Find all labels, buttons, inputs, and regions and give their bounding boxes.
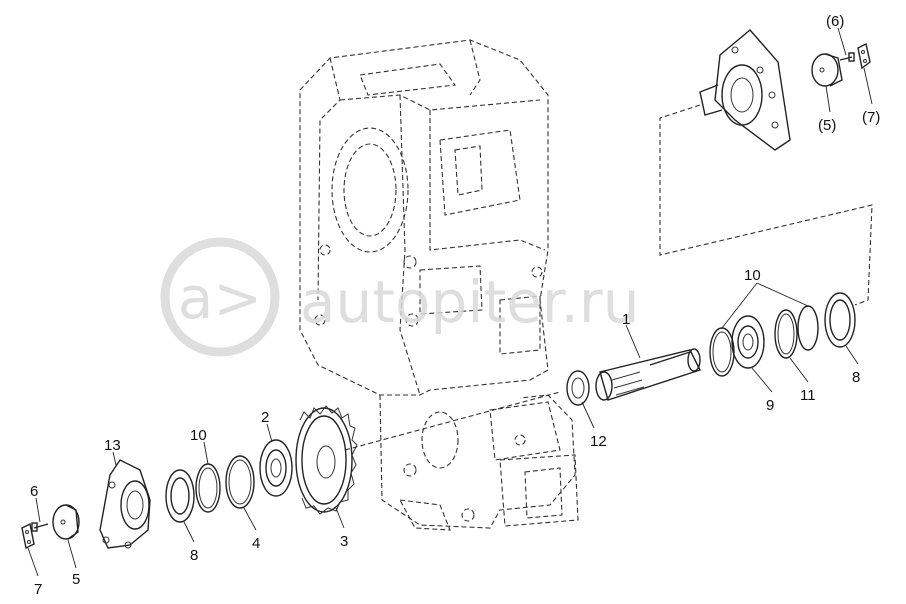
flange-13 xyxy=(99,459,151,549)
callout-8-right: 8 xyxy=(852,369,860,386)
watermark-logo-icon xyxy=(160,237,280,357)
watermark-logo-glyph: a> xyxy=(178,264,262,332)
ring-4 xyxy=(225,455,255,509)
snap-ring-10-left xyxy=(195,463,221,513)
bolt-6-right xyxy=(839,52,855,62)
callouts: 1 12 10 9 11 8 (6) (5) (7) 2 10 13 3 4 8… xyxy=(30,13,880,598)
callout-10-right: 10 xyxy=(744,267,761,284)
snap-ring-11 xyxy=(774,309,798,359)
leader-lines xyxy=(27,27,873,577)
snap-ring-10-right xyxy=(709,327,735,377)
seal-8-left xyxy=(165,469,195,523)
seal-12 xyxy=(566,370,590,406)
callout-10-left: 10 xyxy=(190,427,207,444)
callout-7-right: (7) xyxy=(862,109,880,126)
bearing-9 xyxy=(731,315,765,369)
callout-5-left: 5 xyxy=(72,571,80,588)
watermark: a> autopiter.ru xyxy=(160,237,639,357)
output-flange-assembly xyxy=(699,29,791,151)
assembly-centerline xyxy=(344,391,561,451)
callout-11: 11 xyxy=(800,387,816,404)
callout-8-left: 8 xyxy=(190,547,198,564)
callout-13: 13 xyxy=(104,437,121,454)
gear-3 xyxy=(295,405,358,515)
cover-plate-5-right xyxy=(811,53,843,87)
callout-6-right: (6) xyxy=(826,13,844,30)
callout-6-left: 6 xyxy=(30,483,38,500)
lock-plate-7-left xyxy=(21,522,35,550)
bolt-6-left xyxy=(31,522,49,532)
callout-4: 4 xyxy=(252,535,260,552)
callout-1: 1 xyxy=(622,311,630,328)
callout-7-left: 7 xyxy=(34,581,42,598)
lock-plate-7-right xyxy=(857,42,871,70)
callout-5-right: (5) xyxy=(818,117,836,134)
callout-2: 2 xyxy=(261,409,269,426)
callout-12: 12 xyxy=(590,433,607,450)
transmission-housing xyxy=(299,39,579,531)
snap-ring-10-right-b xyxy=(797,305,819,351)
callout-9: 9 xyxy=(766,397,774,414)
cover-plate-5-left xyxy=(52,504,80,540)
callout-3: 3 xyxy=(340,533,348,550)
shaft-1 xyxy=(595,348,701,401)
bearing-2 xyxy=(259,439,293,497)
watermark-text: autopiter.ru xyxy=(300,268,639,336)
seal-8-right xyxy=(824,292,856,348)
assembly-line-flange xyxy=(659,104,873,306)
